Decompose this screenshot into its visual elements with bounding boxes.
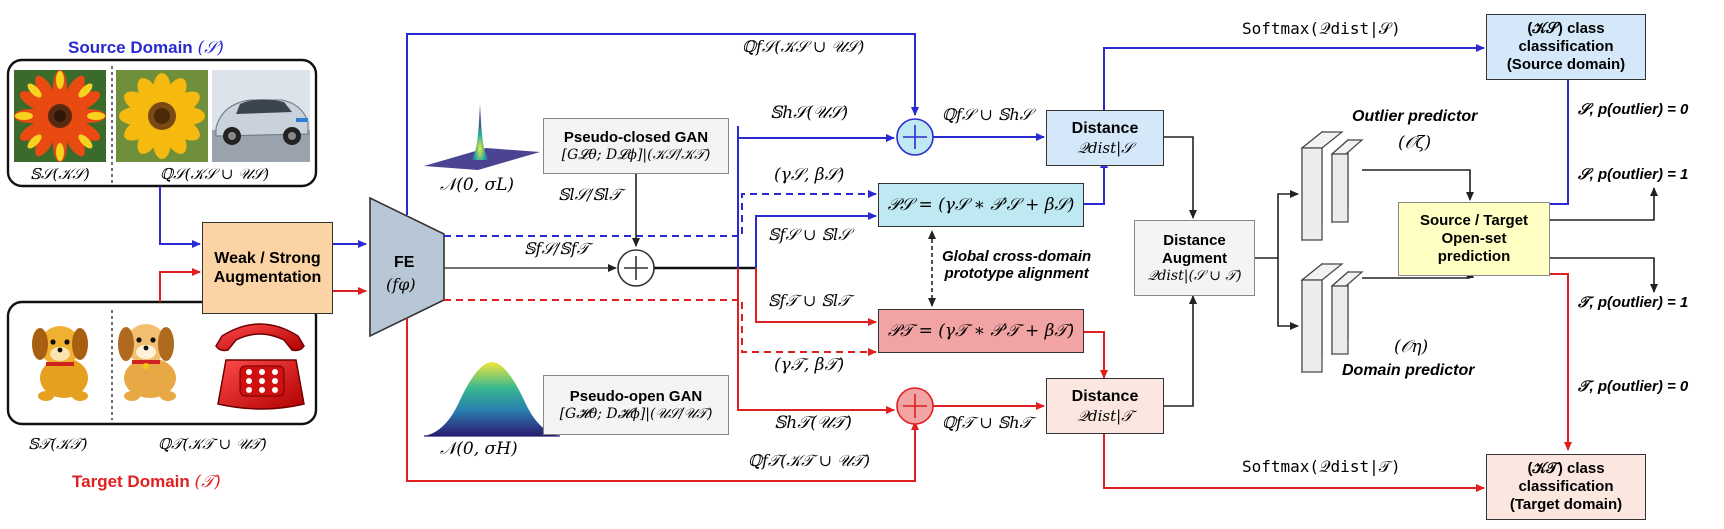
plus-circle-icon [896, 118, 934, 156]
puppy-icon [32, 326, 88, 401]
distance-augment-formula: 𝒬dist|(𝒮 ∪ 𝒯) [1147, 267, 1242, 284]
augmentation-box: Weak / Strong Augmentation [202, 222, 333, 314]
augmentation-line2: Augmentation [213, 269, 322, 286]
source-known-caption: 𝕊𝒮(𝒦𝒮) [30, 165, 90, 183]
predictor-block-icon [1300, 130, 1364, 242]
closed-gan-noise: 𝒩(0, σL) [440, 175, 515, 195]
label-bottom-query-target: ℚf𝒯(𝒦𝒯 ∪ 𝒰𝒯) [748, 451, 870, 470]
label-h-source: 𝕊h𝒮(𝒰𝒮) [770, 103, 849, 123]
open-gan-noise: 𝒩(0, σH) [440, 439, 518, 459]
sunflower-icon [116, 70, 208, 162]
closed-gan-box: Pseudo-closed GAN [G𝓛θ; D𝓛ϕ]|(𝒦𝒮/𝒦𝒯) [543, 118, 729, 174]
label-fe-out: 𝕊f𝒮/𝕊f𝒯 [524, 239, 589, 258]
label-sum-target: 𝕊f𝒯 ∪ 𝕊l𝒯 [768, 291, 851, 310]
prototype-target-formula: 𝒫𝒯 = (γ𝒯 ∗ 𝒫′𝒯 + β𝒯) [887, 320, 1075, 341]
closed-gan-title: Pseudo-closed GAN [563, 128, 709, 146]
distance-source-box: Distance 𝒬dist|𝒮 [1046, 110, 1164, 166]
openset-line2: Open-set [1441, 230, 1507, 247]
source-domain-symbol: (𝒮) [197, 38, 224, 58]
domain-predictor-title: Domain predictor [1342, 362, 1475, 379]
source-query-caption: ℚ𝒮(𝒦𝒮 ∪ 𝒰𝒮) [160, 165, 270, 183]
label-union-source: ℚf𝒮 ∪ 𝕊h𝒮 [942, 105, 1033, 124]
fe-title: FE [394, 254, 415, 271]
target-query-caption: ℚ𝒯(𝒦𝒯 ∪ 𝒰𝒯) [158, 435, 267, 453]
class-target-box: (𝒦𝒯) class classification (Target domain… [1486, 454, 1646, 520]
gaussian-peak-icon [424, 104, 540, 170]
open-gan-title: Pseudo-open GAN [569, 387, 703, 405]
alignment-line2: prototype alignment [944, 265, 1089, 283]
output-source-p0: 𝒮, p(outlier) = 0 [1578, 101, 1689, 118]
output-target-p1: 𝒯, p(outlier) = 1 [1578, 294, 1689, 311]
label-union-target: ℚf𝒯 ∪ 𝕊h𝒯 [942, 413, 1032, 432]
source-domain-title: Source Domain (𝒮) [68, 38, 224, 59]
prototype-source-box: 𝒫𝒮 = (γ𝒮 ∗ 𝒫′𝒮 + β𝒮) [878, 183, 1084, 227]
plus-circle-icon [896, 387, 934, 425]
closed-gan-formula: [G𝓛θ; D𝓛ϕ]|(𝒦𝒮/𝒦𝒯) [561, 146, 711, 163]
flower-icon [14, 70, 106, 162]
output-source-p1: 𝒮, p(outlier) = 1 [1578, 166, 1689, 183]
class-target-line1: (𝒦𝒯) class [1527, 460, 1605, 477]
source-domain-title-text: Source Domain [68, 38, 193, 57]
puppy-icon [118, 324, 176, 401]
openset-box: Source / Target Open-set prediction [1398, 202, 1550, 276]
softmax-target-label: Softmax(𝒬dist|𝒯) [1242, 457, 1401, 476]
class-source-line2: classification [1518, 38, 1614, 55]
distance-target-box: Distance 𝒬dist|𝒯 [1046, 378, 1164, 434]
class-source-box: (𝒦𝒮) class classification (Source domain… [1486, 14, 1646, 80]
alignment-label: Global cross-domain prototype alignment [942, 248, 1091, 283]
gaussian-wide-icon [424, 362, 560, 437]
augmentation-line1: Weak / Strong [214, 249, 321, 267]
alignment-line1: Global cross-domain [942, 248, 1092, 265]
open-gan-formula: [G𝓗θ; D𝓗ϕ]|(𝒰𝒮/𝒰𝒯) [559, 405, 713, 422]
distance-source-title: Distance [1071, 120, 1139, 138]
distance-augment-box: Distance Augment 𝒬dist|(𝒮 ∪ 𝒯) [1134, 220, 1255, 296]
outlier-predictor-symbol: (𝒪ζ) [1398, 133, 1432, 153]
telephone-icon [215, 323, 305, 410]
softmax-source-label: Softmax(𝒬dist|𝒮) [1242, 19, 1401, 38]
target-domain-symbol: (𝒯) [194, 472, 221, 492]
distance-augment-line2: Augment [1162, 249, 1227, 267]
distance-target-title: Distance [1071, 388, 1139, 406]
sports-car-icon [212, 70, 310, 162]
target-domain-title-text: Target Domain [72, 472, 190, 491]
distance-target-formula: 𝒬dist|𝒯 [1077, 406, 1133, 425]
label-h-target: 𝕊h𝒯(𝒰𝒯) [774, 413, 852, 433]
plus-circle-icon [617, 249, 655, 287]
label-gamma-source: (γ𝒮, β𝒮) [774, 165, 845, 185]
openset-line3: prediction [1437, 248, 1511, 265]
class-target-line2: classification [1518, 478, 1614, 495]
fe-symbol: (f𝜑) [386, 275, 416, 294]
open-gan-box: Pseudo-open GAN [G𝓗θ; D𝓗ϕ]|(𝒰𝒮/𝒰𝒯) [543, 375, 729, 435]
prototype-source-formula: 𝒫𝒮 = (γ𝒮 ∗ 𝒫′𝒮 + β𝒮) [887, 194, 1075, 215]
distance-source-formula: 𝒬dist|𝒮 [1077, 138, 1133, 157]
label-top-query-source: ℚf𝒮(𝒦𝒮 ∪ 𝒰𝒮) [742, 37, 865, 56]
label-sum-source: 𝕊f𝒮 ∪ 𝕊l𝒮 [768, 225, 851, 244]
distance-augment-line1: Distance [1163, 231, 1226, 249]
predictor-block-icon [1300, 262, 1364, 374]
closed-gan-output: 𝕊l𝒮/𝕊l𝒯 [558, 185, 622, 204]
prototype-target-box: 𝒫𝒯 = (γ𝒯 ∗ 𝒫′𝒯 + β𝒯) [878, 309, 1084, 353]
class-source-line3: (Source domain) [1506, 56, 1626, 73]
class-target-line3: (Target domain) [1509, 496, 1623, 513]
target-domain-title: Target Domain (𝒯) [72, 472, 221, 493]
domain-predictor-symbol: (𝒪η) [1394, 337, 1429, 357]
label-gamma-target: (γ𝒯, β𝒯) [774, 355, 845, 375]
outlier-predictor-title: Outlier predictor [1352, 108, 1478, 125]
output-target-p0: 𝒯, p(outlier) = 0 [1578, 378, 1689, 395]
target-known-caption: 𝕊𝒯(𝒦𝒯) [28, 435, 88, 453]
openset-line1: Source / Target [1419, 212, 1529, 229]
class-source-line1: (𝒦𝒮) class [1527, 20, 1605, 37]
